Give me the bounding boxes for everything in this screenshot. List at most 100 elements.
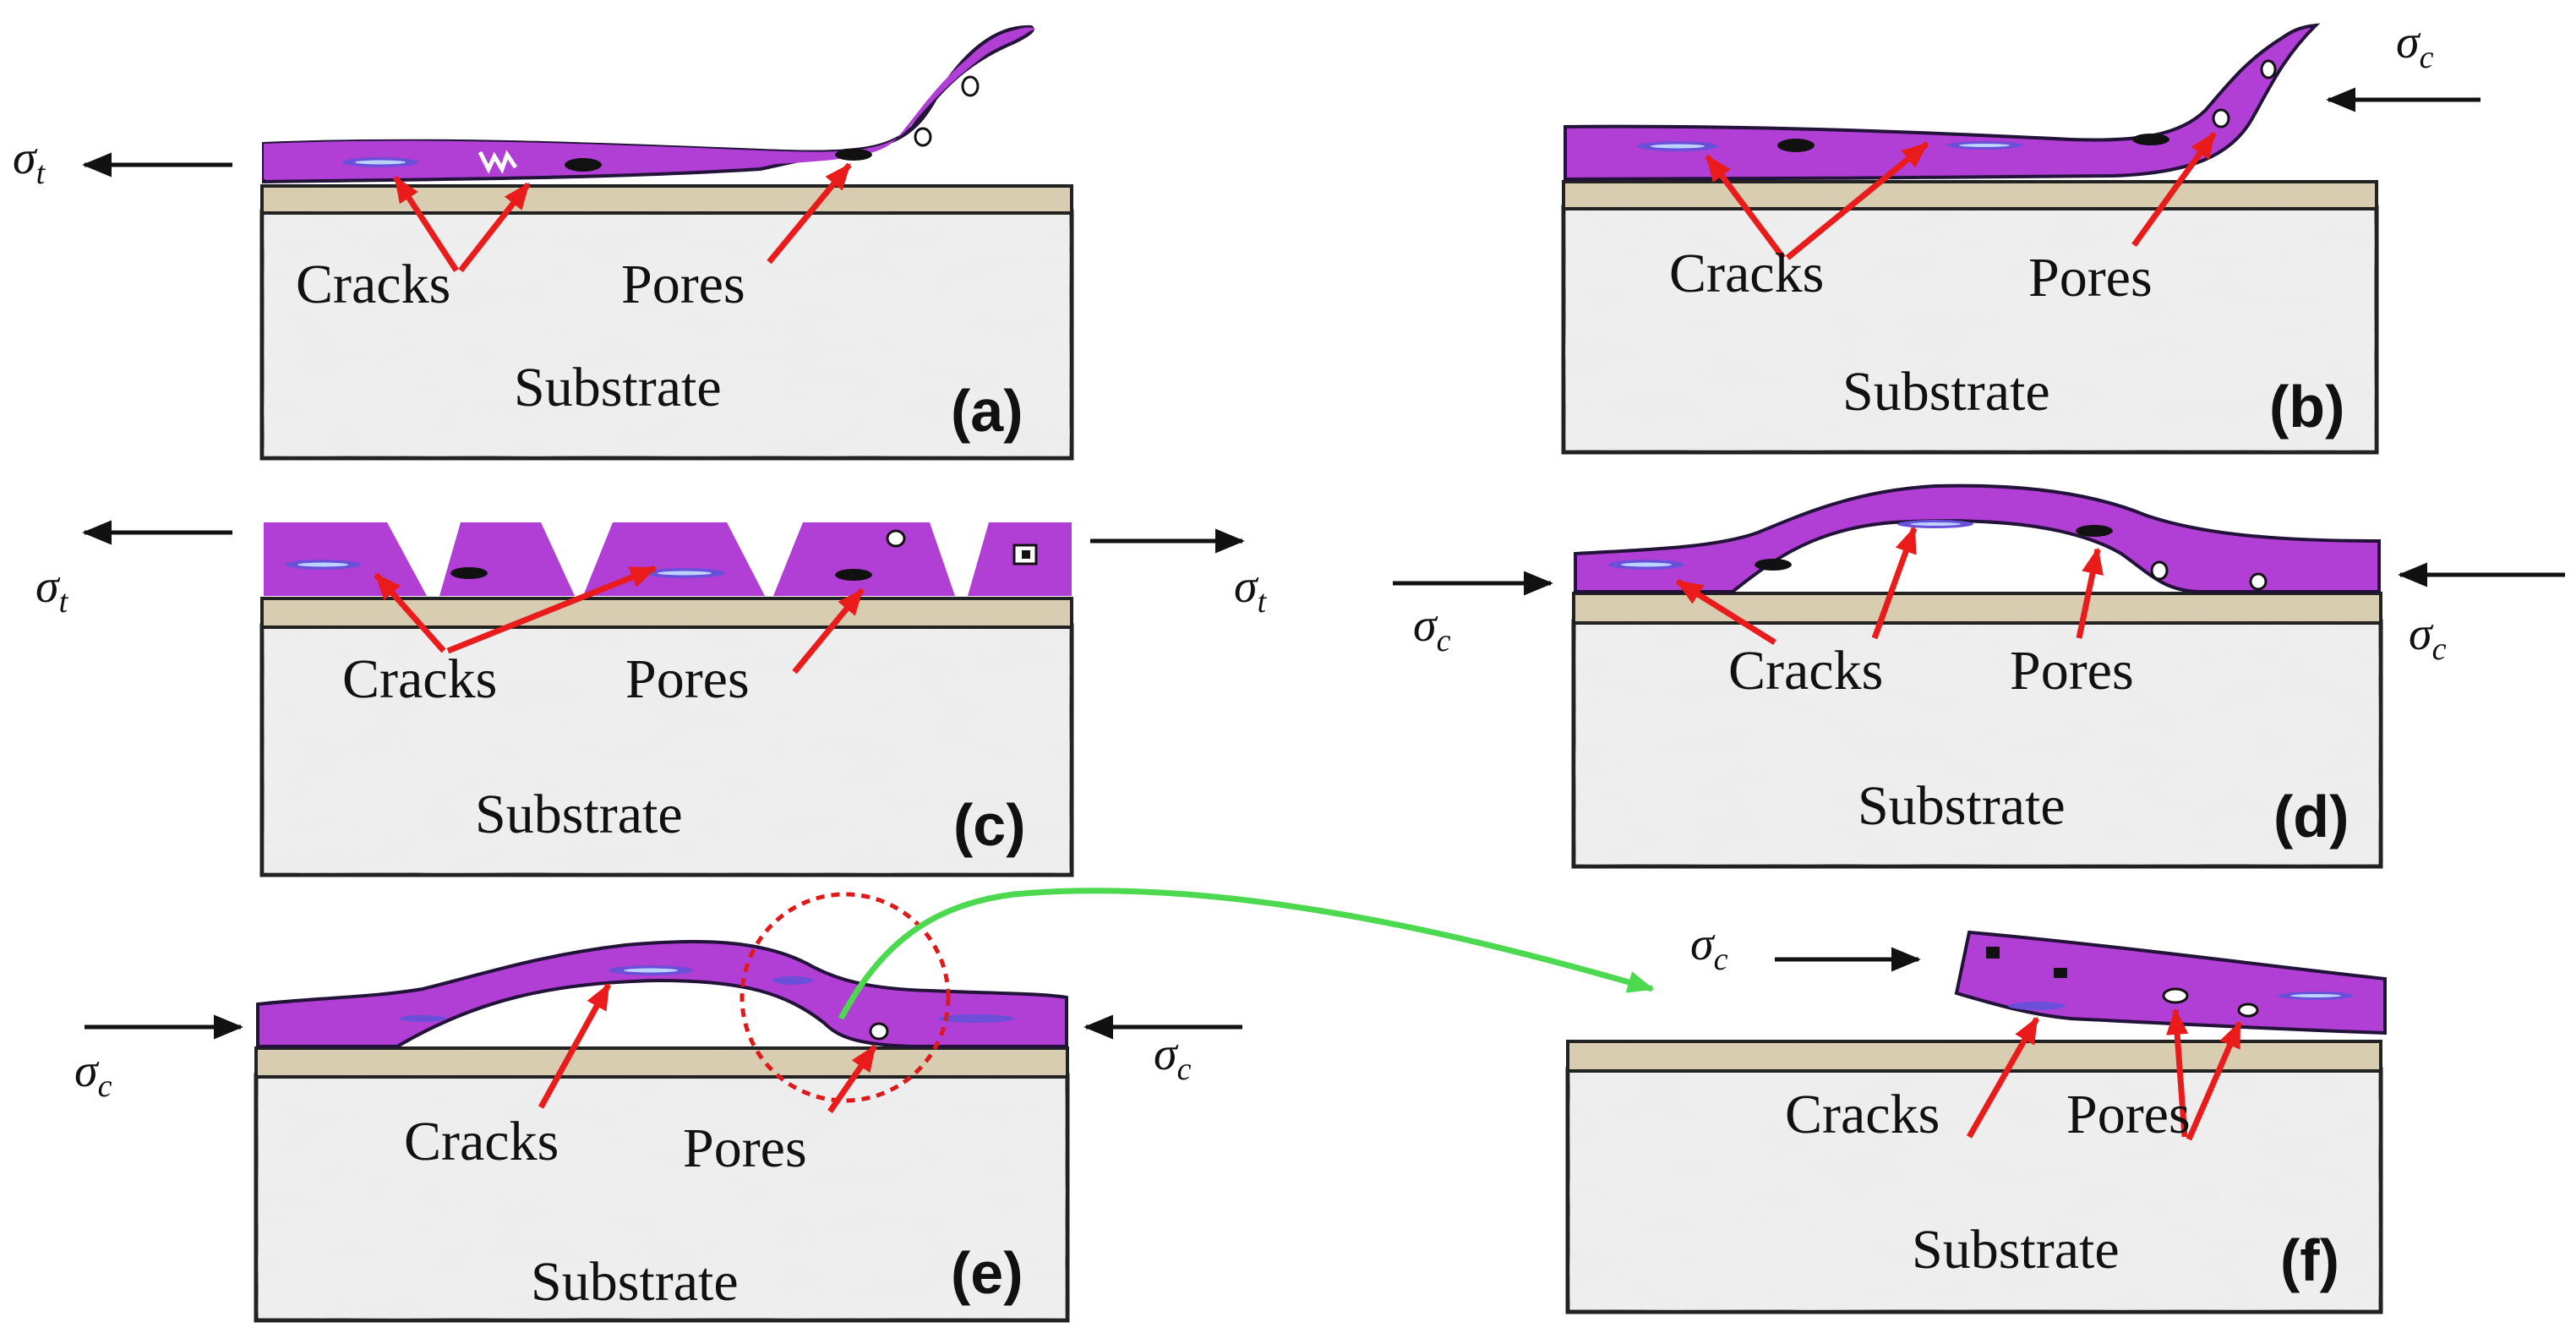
coating-fragment: [1954, 930, 2387, 1035]
crack-mark: [478, 150, 518, 174]
cracks-label: Cracks: [1728, 640, 1883, 702]
panel-c: σt σt Cracks Pores Substrate (c): [35, 520, 1268, 877]
stress-label: σt: [1234, 560, 1268, 620]
label-arrow: [827, 1044, 877, 1113]
substrate-label: Substrate: [1858, 775, 2066, 837]
crack-mark: [2290, 994, 2341, 997]
interlayer-texture: [1569, 1043, 2379, 1069]
stress-label: σc: [1413, 599, 1451, 658]
label-arrow: [1675, 579, 1776, 645]
pores-label: Pores: [625, 648, 750, 710]
cracks-label: Cracks: [1785, 1084, 1940, 1145]
marble-texture: [264, 627, 1070, 873]
pore-white: [886, 529, 906, 548]
panel-tag: (b): [2269, 374, 2344, 440]
pore-dark: [565, 158, 602, 172]
interlayer-texture: [258, 1050, 1066, 1075]
crack-mark: [658, 571, 712, 576]
label-arrow: [458, 182, 531, 273]
detail-circle: [740, 892, 951, 1103]
pore-dark: [450, 567, 488, 579]
pore-dark: [1022, 550, 1030, 559]
substrate-label: Substrate: [1912, 1219, 2120, 1281]
detail-arrow: [838, 888, 1655, 1020]
crack-mark: [1621, 562, 1672, 567]
label-arrow: [1785, 141, 1929, 260]
interlayer-texture: [264, 188, 1070, 211]
pore-dark: [2132, 134, 2169, 145]
marble-texture: [1565, 209, 2375, 451]
panel-f: σc Cracks Pores Substrate (f): [1565, 918, 2387, 1314]
crack-mark: [297, 562, 348, 567]
pore-dark: [1755, 559, 1792, 571]
panel-b: σc Cracks Pores Substrate (b): [1561, 16, 2480, 455]
coating-layer: [1564, 23, 2321, 182]
stress-label: σc: [1154, 1028, 1192, 1087]
crack-mark: [624, 968, 678, 973]
label-arrow: [374, 572, 446, 653]
coating-fill: [264, 27, 1035, 179]
stress-label: σc: [2409, 608, 2447, 667]
pore-dark: [835, 149, 872, 161]
crack-mark: [1959, 144, 2010, 147]
label-arrow: [2186, 1020, 2243, 1141]
label-arrow: [538, 982, 612, 1109]
stress-label: σt: [35, 560, 69, 620]
pore-white: [2150, 560, 2169, 581]
panel-tag: (c): [953, 792, 1026, 858]
panel-d: σc σc Cracks Pores Substrate (d): [1393, 484, 2565, 869]
label-arrow: [1966, 1016, 2040, 1139]
marble-texture: [264, 213, 1070, 456]
pores-label: Pores: [683, 1117, 807, 1179]
crack-mark: [772, 976, 813, 985]
pore-dark: [1986, 947, 2000, 959]
label-arrow: [446, 565, 658, 654]
coating-segment: [773, 522, 955, 596]
label-arrow: [2166, 1008, 2189, 1138]
label-arrow: [792, 587, 865, 675]
interlayer-texture: [264, 600, 1070, 626]
crack-mark: [2008, 1002, 2066, 1010]
pores-label: Pores: [2028, 247, 2153, 309]
coating-segment: [264, 522, 427, 596]
panel-tag: (d): [2273, 784, 2349, 850]
label-arrow: [767, 162, 852, 265]
pore-white: [2212, 108, 2230, 128]
pores-label: Pores: [2010, 640, 2134, 702]
crack-mark: [355, 160, 406, 165]
pore-white: [869, 1022, 889, 1041]
label-arrow: [393, 175, 459, 272]
interlayer-texture: [1575, 595, 2379, 621]
coating-layer: [256, 939, 1068, 1048]
panel-tag: (e): [951, 1240, 1023, 1306]
pores-label: Pores: [621, 254, 745, 315]
pore-dark: [2076, 525, 2113, 537]
panel-tag: (a): [951, 378, 1023, 444]
interlayer-texture: [1565, 183, 2375, 207]
label-arrow: [2076, 547, 2104, 639]
stress-label: σc: [1690, 918, 1728, 977]
stress-label: σc: [74, 1045, 112, 1104]
pores-label: Pores: [2066, 1084, 2191, 1145]
pore-dark: [2054, 968, 2067, 978]
pore-white: [2237, 1003, 2259, 1018]
pore-dark: [1777, 139, 1815, 152]
cracks-label: Cracks: [1669, 243, 1824, 304]
stress-label: σc: [2396, 16, 2434, 75]
marble-texture: [1575, 623, 2379, 865]
cracks-label: Cracks: [404, 1111, 559, 1172]
crack-mark: [1910, 522, 1961, 526]
pore-white: [2162, 987, 2189, 1004]
pore-white: [961, 75, 980, 97]
coating-segment: [439, 522, 575, 596]
panel-tag: (f): [2280, 1227, 2339, 1293]
pore-white: [2260, 59, 2277, 79]
label-arrow: [1871, 526, 1918, 640]
label-arrow: [1705, 154, 1786, 260]
substrate-label: Substrate: [531, 1251, 739, 1313]
panel-a: σt Cracks Pores Substrate (a): [13, 25, 1074, 461]
crack-mark: [938, 1014, 1014, 1023]
pore-dark: [835, 569, 872, 581]
cracks-label: Cracks: [342, 648, 497, 710]
